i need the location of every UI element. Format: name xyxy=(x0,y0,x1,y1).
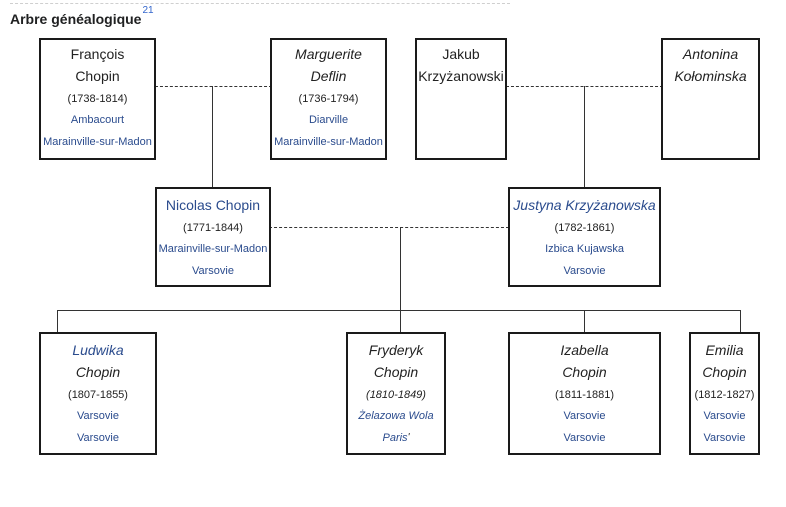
last-name: Chopin xyxy=(373,364,419,380)
last-name: Krzyżanowski xyxy=(418,68,504,84)
person-jakub-krzyzanowski: Jakub Krzyżanowski xyxy=(415,38,507,160)
birth-place-link[interactable]: Izbica Kujawska xyxy=(545,243,624,255)
child-line-justyna xyxy=(584,86,585,188)
person-name-link[interactable]: Justyna Krzyżanowska xyxy=(513,197,656,213)
death-place-link[interactable]: Varsovie xyxy=(703,432,746,444)
last-name: Kołominska xyxy=(674,68,747,84)
section-title: Arbre généalogique21 xyxy=(10,5,154,27)
top-border xyxy=(10,0,510,4)
last-name: Chopin xyxy=(702,364,747,380)
first-name: Fryderyk xyxy=(368,342,424,358)
death-place-link[interactable]: Varsovie xyxy=(563,265,606,277)
person-francois-chopin: François Chopin (1738-1814) Ambacourt Ma… xyxy=(39,38,156,160)
birth-place-link[interactable]: Marainville-sur-Madon xyxy=(158,243,268,255)
last-name: Chopin xyxy=(75,68,120,84)
first-name: Jakub xyxy=(442,46,480,62)
first-name: Emilia xyxy=(705,342,744,358)
person-justyna-krzyzanowska: Justyna Krzyżanowska (1782-1861) Izbica … xyxy=(508,187,661,287)
death-place-link[interactable]: Marainville-sur-Madon xyxy=(43,136,152,148)
first-name: Izabella xyxy=(560,342,609,358)
life-dates: (1782-1861) xyxy=(554,222,615,234)
last-name: Deflin xyxy=(310,68,347,84)
person-emilia-chopin: Emilia Chopin (1812-1827) Varsovie Varso… xyxy=(689,332,760,455)
children-trunk-line xyxy=(400,227,401,310)
person-ludwika-chopin: Ludwika Chopin (1807-1855) Varsovie Vars… xyxy=(39,332,157,455)
life-dates: (1736-1794) xyxy=(298,93,359,105)
child-line-nicolas xyxy=(212,86,213,188)
life-dates: (1810-1849) xyxy=(366,389,426,401)
life-dates: (1812-1827) xyxy=(694,389,755,401)
first-name: Marguerite xyxy=(295,46,362,62)
life-dates: (1738-1814) xyxy=(67,93,128,105)
person-marguerite-deflin: Marguerite Deflin (1736-1794) Diarville … xyxy=(270,38,387,160)
birth-place-link[interactable]: Żelazowa Wola xyxy=(358,410,434,422)
person-name-link[interactable]: Nicolas Chopin xyxy=(165,197,261,213)
death-place-link[interactable]: Varsovie xyxy=(563,432,606,444)
children-bar-line xyxy=(57,310,741,311)
child-line-emilia xyxy=(740,310,741,333)
birth-place-link[interactable]: Varsovie xyxy=(563,410,606,422)
child-line-izabella xyxy=(584,310,585,333)
reference-link[interactable]: 21 xyxy=(142,5,154,16)
person-nicolas-chopin: Nicolas Chopin (1771-1844) Marainville-s… xyxy=(155,187,271,287)
birth-place-link[interactable]: Ambacourt xyxy=(70,114,125,126)
child-line-ludwika xyxy=(57,310,58,333)
birth-place-link[interactable]: Varsovie xyxy=(77,410,119,422)
death-place-link[interactable]: Marainville-sur-Madon xyxy=(274,136,383,148)
title-text: Arbre généalogique xyxy=(10,11,142,27)
death-place-link[interactable]: Paris xyxy=(382,432,408,444)
life-dates: (1811-1881) xyxy=(554,389,615,401)
person-fryderyk-chopin: Fryderyk Chopin (1810-1849) Żelazowa Wol… xyxy=(346,332,446,455)
birth-place-link[interactable]: Varsovie xyxy=(703,410,746,422)
person-izabella-chopin: Izabella Chopin (1811-1881) Varsovie Var… xyxy=(508,332,661,455)
death-place-link[interactable]: Varsovie xyxy=(192,265,234,277)
child-line-fryderyk xyxy=(400,310,401,333)
death-place-link[interactable]: Varsovie xyxy=(77,432,119,444)
life-dates: (1771-1844) xyxy=(183,222,243,234)
death-note-mark: ' xyxy=(407,432,410,443)
birth-place-link[interactable]: Diarville xyxy=(308,114,349,126)
couple-line-nicolas-justyna xyxy=(269,227,509,228)
first-name: François xyxy=(70,46,125,62)
person-antonina-kolominska: Antonina Kołominska xyxy=(661,38,760,160)
last-name: Chopin xyxy=(562,364,607,380)
first-name: Antonina xyxy=(682,46,739,62)
life-dates: (1807-1855) xyxy=(68,389,128,401)
death-place-row: Paris' xyxy=(348,427,444,449)
last-name: Chopin xyxy=(75,364,121,380)
first-name-link[interactable]: Ludwika xyxy=(72,342,124,358)
couple-line-francois-marguerite xyxy=(155,86,272,87)
